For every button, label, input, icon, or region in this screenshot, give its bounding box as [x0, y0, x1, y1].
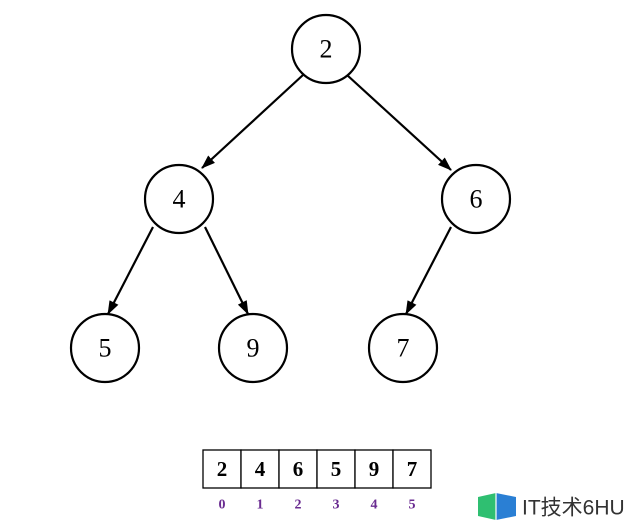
tree-node-value: 9 — [247, 334, 260, 363]
tree-node-circle — [143, 163, 215, 235]
array-cell — [392, 449, 432, 489]
tree-edges — [107, 74, 452, 315]
tree-node-circle — [217, 312, 289, 384]
tree-node-value: 6 — [470, 185, 483, 214]
tree-node-left-left: 5 — [69, 312, 141, 384]
array-index: 0 — [219, 498, 226, 513]
tree-node-circle — [69, 312, 141, 384]
tree-node-value: 5 — [99, 334, 112, 363]
watermark-logo-icon — [478, 493, 516, 520]
edge-root-to-left — [201, 74, 304, 169]
array-cell-value: 9 — [369, 457, 380, 481]
tree-node-value: 7 — [397, 334, 410, 363]
array-index: 2 — [295, 498, 302, 513]
edge-left-to-left-left — [107, 226, 154, 315]
edge-left-to-left-right — [204, 226, 249, 315]
tree-node-value: 4 — [173, 185, 186, 214]
array-index: 1 — [257, 498, 264, 513]
array-cell — [316, 449, 356, 489]
tree-node-value: 2 — [320, 35, 333, 64]
array-cell-value: 6 — [293, 457, 304, 481]
array-cell-value: 4 — [255, 457, 266, 481]
array-index: 3 — [333, 498, 340, 513]
tree-node-circle — [440, 163, 512, 235]
tree-node-right: 6 — [440, 163, 512, 235]
tree-node-circle — [367, 312, 439, 384]
tree-node-left: 4 — [143, 163, 215, 235]
array-cell — [278, 449, 318, 489]
array-cell-value: 5 — [331, 457, 342, 481]
array-cell — [202, 449, 242, 489]
tree-node-root: 2 — [290, 13, 362, 85]
watermark: IT技术6HU — [478, 493, 625, 520]
tree-node-circle — [290, 13, 362, 85]
array-cell — [354, 449, 394, 489]
array-cell — [240, 449, 280, 489]
array-index: 4 — [371, 498, 378, 513]
tree-node-left-right: 9 — [217, 312, 289, 384]
edge-right-to-right-left — [405, 226, 452, 315]
edge-root-to-right — [346, 74, 452, 171]
watermark-text: IT技术6HU — [522, 497, 625, 520]
array-index: 5 — [409, 498, 416, 513]
heap-array: 2 4 6 5 9 7 0 1 2 3 4 5 — [202, 449, 432, 513]
tree-node-right-left: 7 — [367, 312, 439, 384]
array-cell-value: 2 — [217, 457, 228, 481]
array-cell-value: 7 — [407, 457, 418, 481]
